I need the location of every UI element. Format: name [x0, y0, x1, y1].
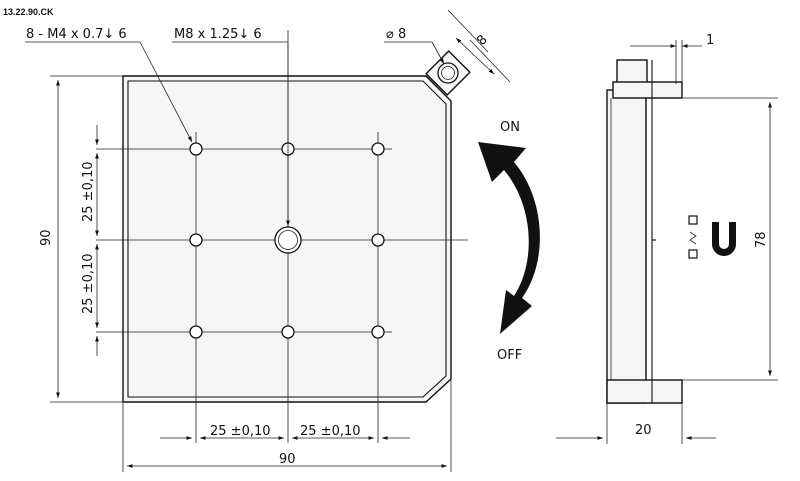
side-bottom-lip [606, 379, 683, 404]
thickness-label: 1 [706, 33, 714, 48]
drawing-code: 13.22.90.CK [3, 7, 54, 17]
side-depth-label: 20 [635, 423, 652, 438]
side-view [556, 40, 778, 444]
pitch-y-upper-label: 25 ±0,10 [81, 161, 96, 222]
pin-width-dimension [447, 9, 511, 83]
pitch-x-right-label: 25 ±0,10 [300, 424, 361, 439]
width-dimension-90 [122, 379, 452, 472]
m4-hole [189, 233, 203, 247]
m4-holes-callout: 8 - M4 x 0.7↓ 6 [26, 27, 127, 42]
m4-hole [189, 325, 203, 339]
height-dimension-78 [682, 97, 778, 381]
side-height-label: 78 [754, 231, 769, 248]
m4-hole [371, 142, 385, 156]
m4-hole [371, 233, 385, 247]
height-dimension-90 [50, 75, 123, 403]
pitch-y-lower-label: 25 ±0,10 [81, 253, 96, 314]
m4-hole-grid [189, 142, 385, 339]
on-off-rotation-arrow [478, 142, 540, 334]
m4-hole [189, 142, 203, 156]
m8-hole-callout: M8 x 1.25↓ 6 [174, 27, 262, 42]
m8-center-hole [274, 226, 302, 254]
front-view [25, 9, 511, 472]
pin-width-label: 8 [474, 32, 490, 48]
magnet-icon [688, 215, 736, 259]
side-body [606, 89, 647, 404]
front-width-label: 90 [279, 452, 296, 467]
pitch-x-left-label: 25 ±0,10 [210, 424, 271, 439]
m4-hole [281, 325, 295, 339]
side-top-lip [612, 81, 683, 99]
thickness-dimension [630, 40, 702, 84]
front-height-label: 90 [39, 229, 54, 246]
switch-off-label: OFF [497, 348, 522, 363]
depth-dimension [556, 403, 716, 444]
pin-diameter-label: ⌀ 8 [386, 27, 406, 42]
switch-on-label: ON [500, 120, 520, 135]
m4-hole [371, 325, 385, 339]
plate-inner-edge [127, 80, 447, 398]
